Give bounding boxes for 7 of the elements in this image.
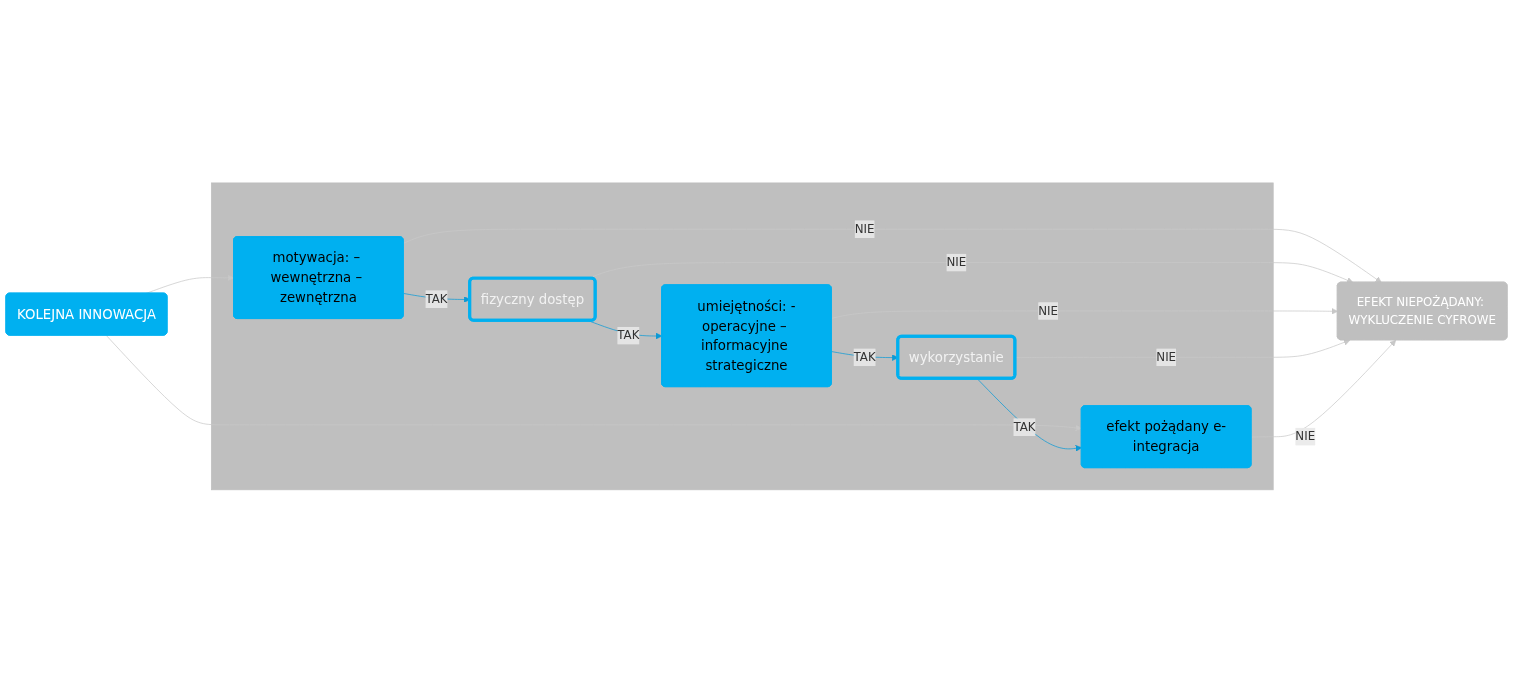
edge-label: NIE — [1156, 350, 1177, 365]
edge-label: TAK — [425, 291, 448, 306]
edge-label: TAK — [853, 350, 876, 365]
edge-label: NIE — [1295, 429, 1316, 444]
cluster — [211, 182, 1274, 491]
edge-label: TAK — [1013, 419, 1036, 434]
edge-label: TAK — [617, 328, 640, 343]
